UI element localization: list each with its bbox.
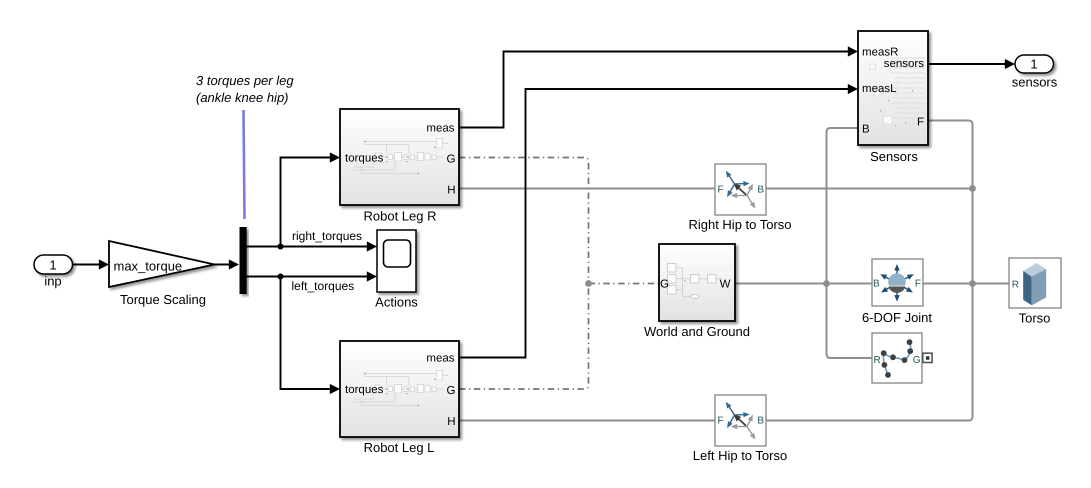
svg-text:F: F	[718, 416, 724, 427]
svg-text:G: G	[660, 279, 669, 291]
svg-text:R: R	[1012, 280, 1019, 291]
svg-text:torques: torques	[345, 384, 384, 396]
svg-text:meas: meas	[426, 123, 454, 135]
svg-text:Sensors: Sensors	[870, 149, 918, 164]
svg-text:F: F	[718, 185, 724, 196]
svg-text:Actions: Actions	[375, 295, 418, 310]
svg-text:B: B	[862, 124, 870, 136]
svg-text:G: G	[447, 153, 456, 165]
svg-text:measR: measR	[862, 47, 898, 59]
svg-text:Torso: Torso	[1019, 310, 1051, 325]
svg-text:Right Hip to Torso: Right Hip to Torso	[688, 217, 791, 232]
svg-text:meas: meas	[426, 353, 454, 365]
svg-text:1: 1	[1030, 57, 1037, 72]
svg-text:H: H	[447, 416, 455, 428]
svg-text:6-DOF Joint: 6-DOF Joint	[862, 310, 932, 325]
svg-text:left_torques: left_torques	[292, 279, 355, 293]
svg-text:measL: measL	[862, 83, 897, 95]
svg-text:torques: torques	[345, 153, 384, 165]
svg-text:W: W	[720, 279, 731, 291]
svg-text:Torque Scaling: Torque Scaling	[120, 292, 206, 307]
svg-text:1: 1	[49, 258, 56, 273]
svg-text:Left Hip to Torso: Left Hip to Torso	[693, 448, 787, 463]
svg-text:F: F	[915, 279, 921, 290]
svg-text:F: F	[917, 117, 924, 129]
svg-text:sensors: sensors	[884, 58, 925, 70]
svg-text:3 torques per leg: 3 torques per leg	[196, 73, 294, 88]
svg-text:inp: inp	[44, 274, 61, 289]
svg-text:right_torques: right_torques	[292, 229, 362, 243]
svg-text:Robot Leg L: Robot Leg L	[364, 440, 435, 455]
svg-text:max_torque: max_torque	[114, 258, 183, 273]
svg-text:World and Ground: World and Ground	[644, 324, 750, 339]
svg-text:H: H	[447, 185, 455, 197]
svg-text:B: B	[757, 185, 764, 196]
svg-text:B: B	[873, 279, 880, 290]
svg-text:R: R	[874, 355, 881, 366]
svg-text:(ankle knee hip): (ankle knee hip)	[196, 90, 289, 105]
svg-text:sensors: sensors	[1012, 75, 1058, 90]
svg-text:Robot Leg R: Robot Leg R	[364, 209, 437, 224]
svg-text:G: G	[913, 355, 921, 366]
svg-text:B: B	[757, 416, 764, 427]
svg-text:G: G	[447, 385, 456, 397]
